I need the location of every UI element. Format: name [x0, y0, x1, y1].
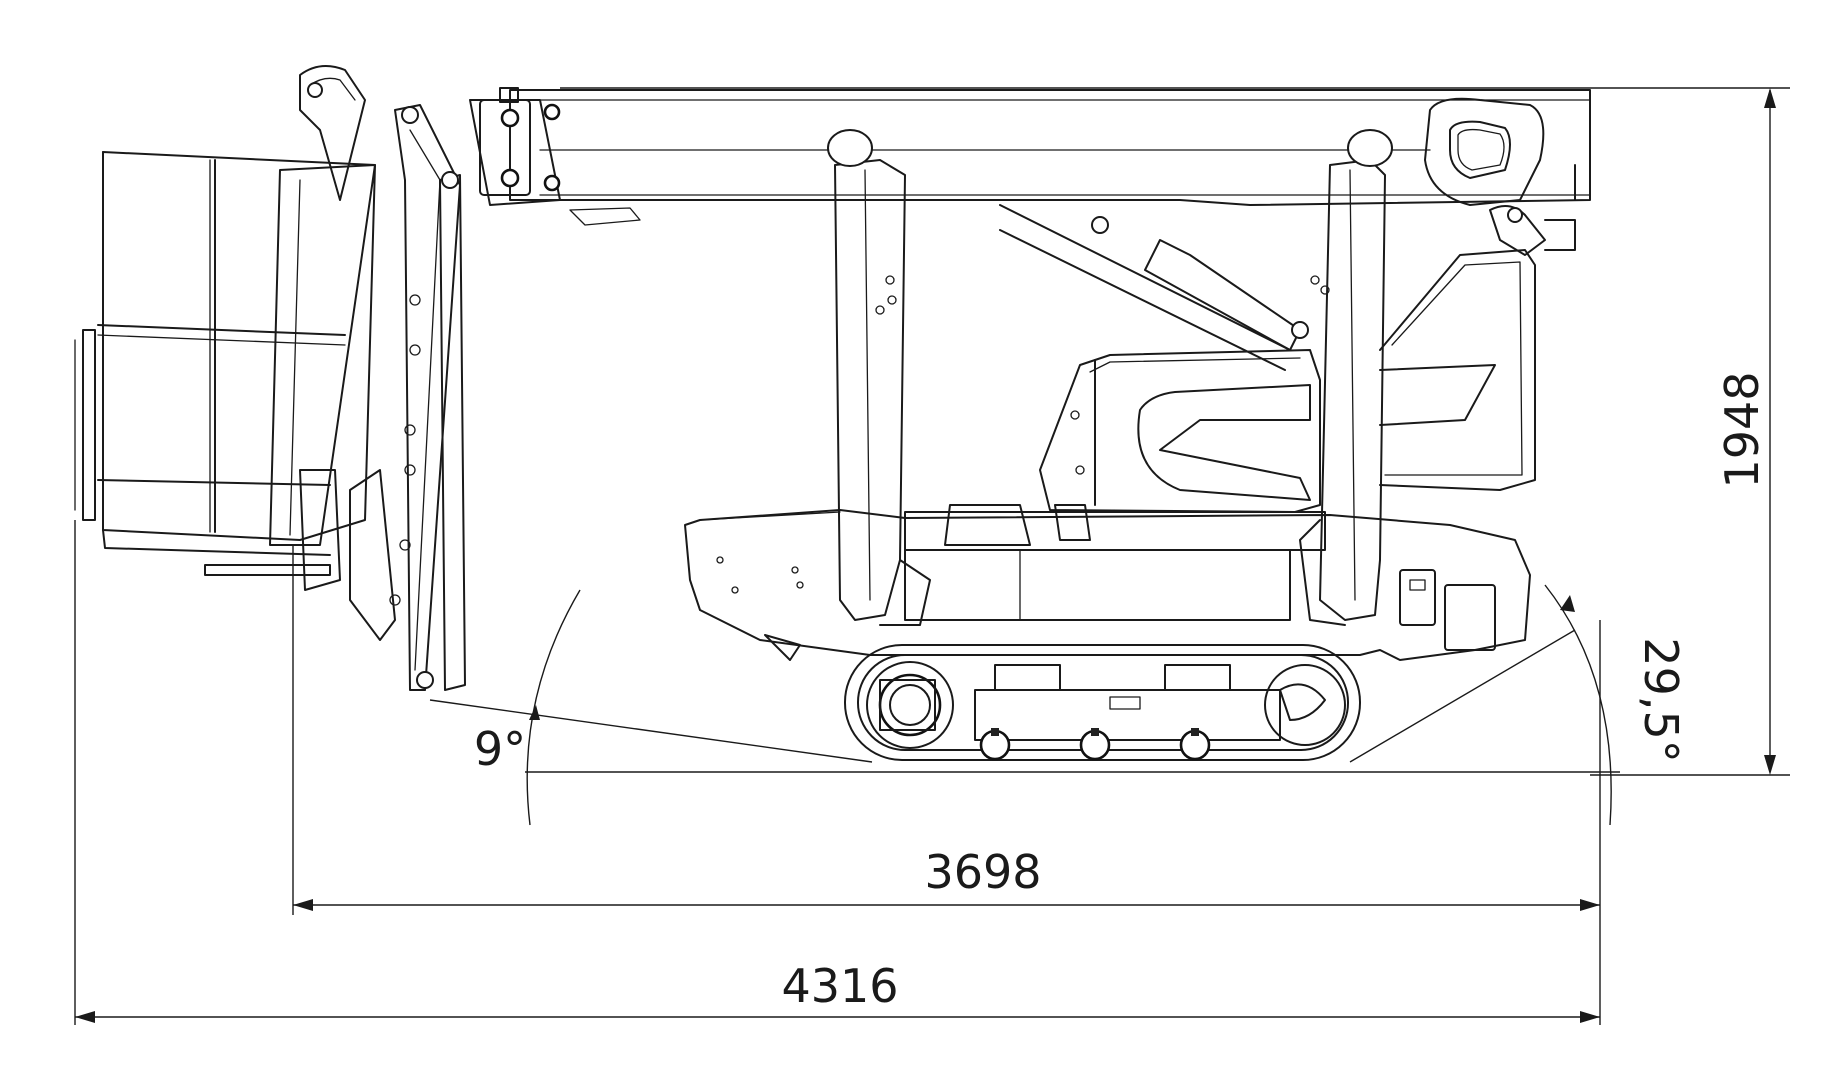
track-length-label: 3698 [924, 845, 1041, 899]
telescopic-boom [469, 87, 1591, 226]
overall-length-label: 4316 [781, 959, 898, 1013]
chassis [684, 504, 1531, 661]
approach-angle-lines [429, 589, 873, 826]
height-label: 1948 [1715, 371, 1769, 488]
track-length-dimension [292, 545, 1601, 915]
departure-angle-label: 29,5° [1634, 637, 1688, 762]
lift-cylinder [999, 204, 1576, 371]
engine-cover [1039, 349, 1321, 513]
jib-arm [299, 65, 466, 691]
height-dimension [560, 87, 1790, 776]
work-basket [74, 151, 376, 591]
approach-angle-label: 9° [474, 722, 526, 776]
overall-length-dimension [74, 520, 1601, 1025]
rear-handrail [1379, 249, 1536, 491]
front-outrigger-leg [827, 129, 931, 626]
departure-angle-lines [1349, 584, 1612, 826]
rear-outrigger-leg [1299, 129, 1393, 626]
crawler-track [844, 644, 1361, 761]
